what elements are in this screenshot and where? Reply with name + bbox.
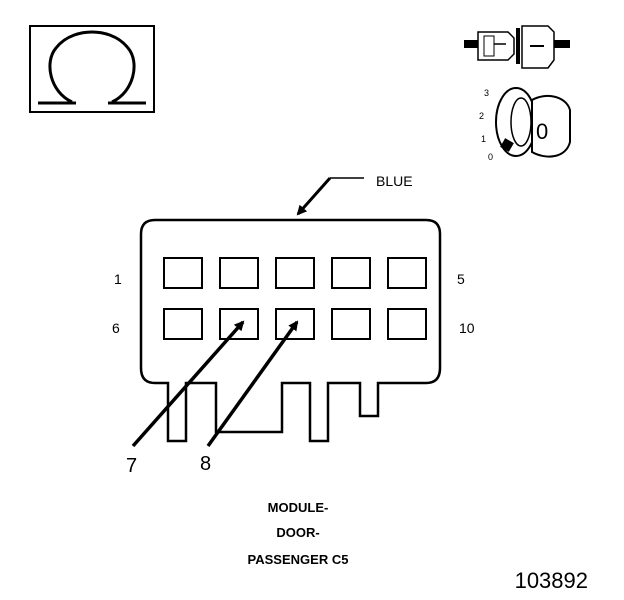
omega-icon [38,30,146,105]
callout-label-8: 8 [200,453,211,475]
omega-symbol-box [29,25,155,113]
color-pointer-arrow [296,177,332,216]
connector-color-label: BLUE [376,173,413,189]
ignition-key-icon: 3 2 1 0 0 [479,87,571,162]
key-label: 0 [536,119,548,144]
pin-label-top-left: 1 [114,271,122,287]
terminal-cavity-4 [331,257,371,289]
callout-arrow-7 [131,320,245,448]
caption-line-1: MODULE- [268,500,329,515]
terminal-cavities [163,257,427,340]
pin-label-bottom-left: 6 [112,320,120,336]
figure-number: 103892 [515,568,588,593]
terminal-cavity-1 [163,257,203,289]
terminal-cavity-5 [387,257,427,289]
terminal-cavity-3 [275,257,315,289]
callout-label-7: 7 [126,455,137,477]
key-position-label: 0 [488,152,493,162]
terminal-cavity-2 [219,257,259,289]
caption-line-2: DOOR- [276,525,319,540]
key-position-label: 2 [479,111,484,121]
callout-arrow-8 [206,320,299,448]
connector-halves-icon [464,25,570,69]
pin-label-top-right: 5 [457,271,465,287]
key-position-label: 3 [484,88,489,98]
terminal-cavity-9 [331,308,371,340]
terminal-cavity-6 [163,308,203,340]
pin-label-bottom-right: 10 [459,320,475,336]
terminal-cavity-10 [387,308,427,340]
caption-line-3: PASSENGER C5 [248,552,349,567]
key-position-label: 1 [481,134,486,144]
